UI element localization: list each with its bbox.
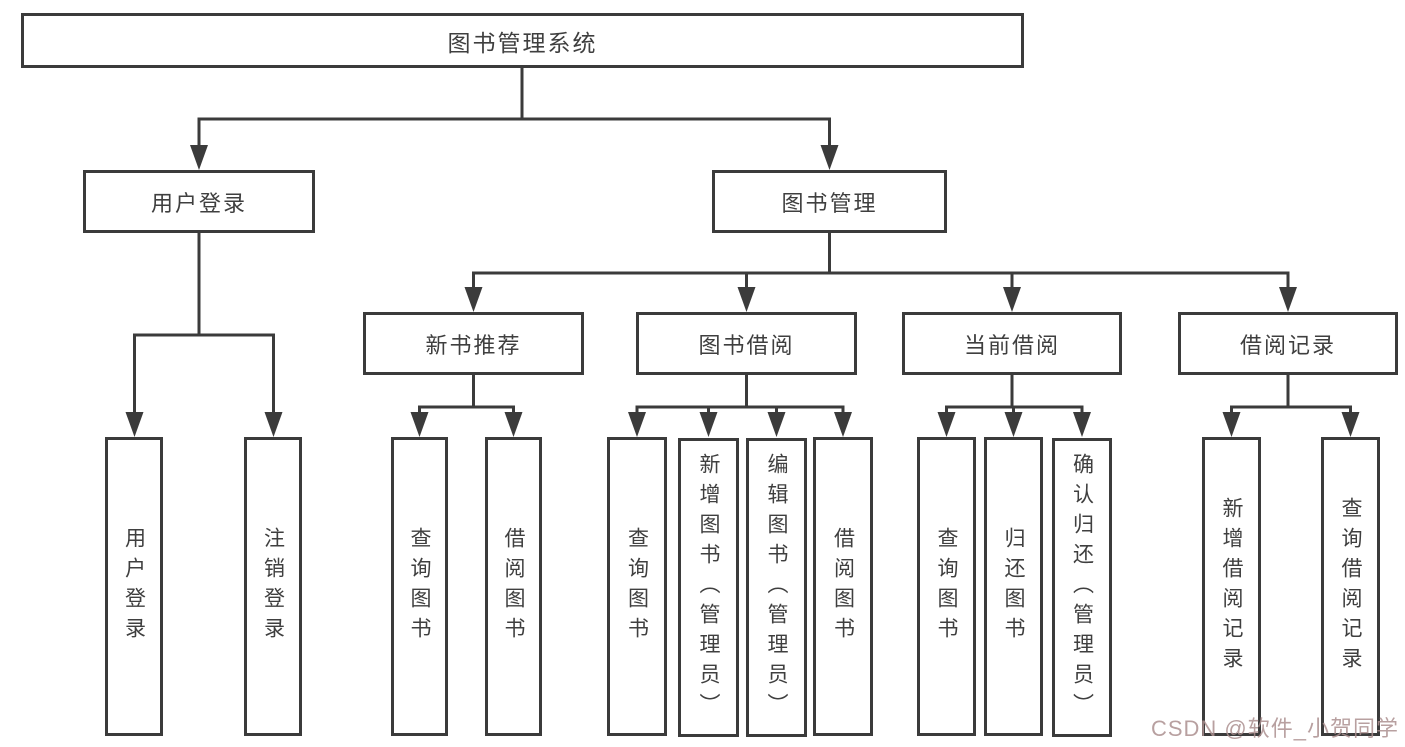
leaf-logout-login: 注销登录 — [244, 437, 302, 736]
node-current-borrow: 当前借阅 — [902, 312, 1122, 375]
node-label: 图书借阅 — [698, 332, 795, 358]
leaf-label: 查询借阅记录 — [1339, 496, 1362, 677]
node-book-management: 图书管理 — [712, 170, 947, 233]
node-borrow-records: 借阅记录 — [1178, 312, 1398, 375]
leaf-label: 查询图书 — [408, 526, 431, 647]
leaf-records-query-borrow-record: 查询借阅记录 — [1321, 437, 1380, 736]
leaf-newbook-query-books: 查询图书 — [391, 437, 448, 736]
node-label: 图书管理 — [781, 190, 878, 216]
leaf-label: 编辑图书（管理员） — [765, 452, 788, 723]
leaf-records-add-borrow-record: 新增借阅记录 — [1202, 437, 1261, 736]
leaf-label: 查询图书 — [625, 526, 649, 647]
node-new-book-recommend: 新书推荐 — [363, 312, 584, 375]
csdn-watermark: CSDN @软件_小贺同学 — [1150, 716, 1399, 741]
node-label: 新书推荐 — [425, 332, 522, 358]
leaf-label: 查询图书 — [935, 526, 958, 647]
leaf-label: 借阅图书 — [502, 526, 525, 647]
node-user-login: 用户登录 — [83, 170, 315, 233]
node-book-borrow: 图书借阅 — [636, 312, 857, 375]
node-library-management-system: 图书管理系统 — [21, 13, 1024, 68]
node-label: 用户登录 — [150, 190, 247, 216]
leaf-label: 确认归还（管理员） — [1070, 452, 1094, 723]
leaf-label: 借阅图书 — [831, 526, 855, 647]
leaf-current-confirm-return-admin: 确认归还（管理员） — [1052, 438, 1112, 737]
node-label: 当前借阅 — [963, 332, 1060, 358]
leaf-borrow-add-books-admin: 新增图书（管理员） — [678, 438, 739, 737]
leaf-user-login: 用户登录 — [105, 437, 163, 736]
node-label: 借阅记录 — [1239, 332, 1336, 358]
leaf-label: 新增图书（管理员） — [697, 452, 720, 723]
leaf-label: 新增借阅记录 — [1220, 496, 1243, 677]
leaf-borrow-edit-books-admin: 编辑图书（管理员） — [746, 438, 807, 737]
leaf-newbook-borrow-books: 借阅图书 — [485, 437, 542, 736]
leaf-label: 归还图书 — [1002, 526, 1025, 647]
leaf-borrow-borrow-books: 借阅图书 — [813, 437, 873, 736]
node-label: 图书管理系统 — [447, 29, 598, 56]
leaf-current-return-books: 归还图书 — [984, 437, 1043, 736]
leaf-label: 注销登录 — [261, 526, 285, 647]
leaf-label: 用户登录 — [122, 526, 146, 647]
leaf-borrow-query-books: 查询图书 — [607, 437, 667, 736]
leaf-current-query-books: 查询图书 — [917, 437, 976, 736]
